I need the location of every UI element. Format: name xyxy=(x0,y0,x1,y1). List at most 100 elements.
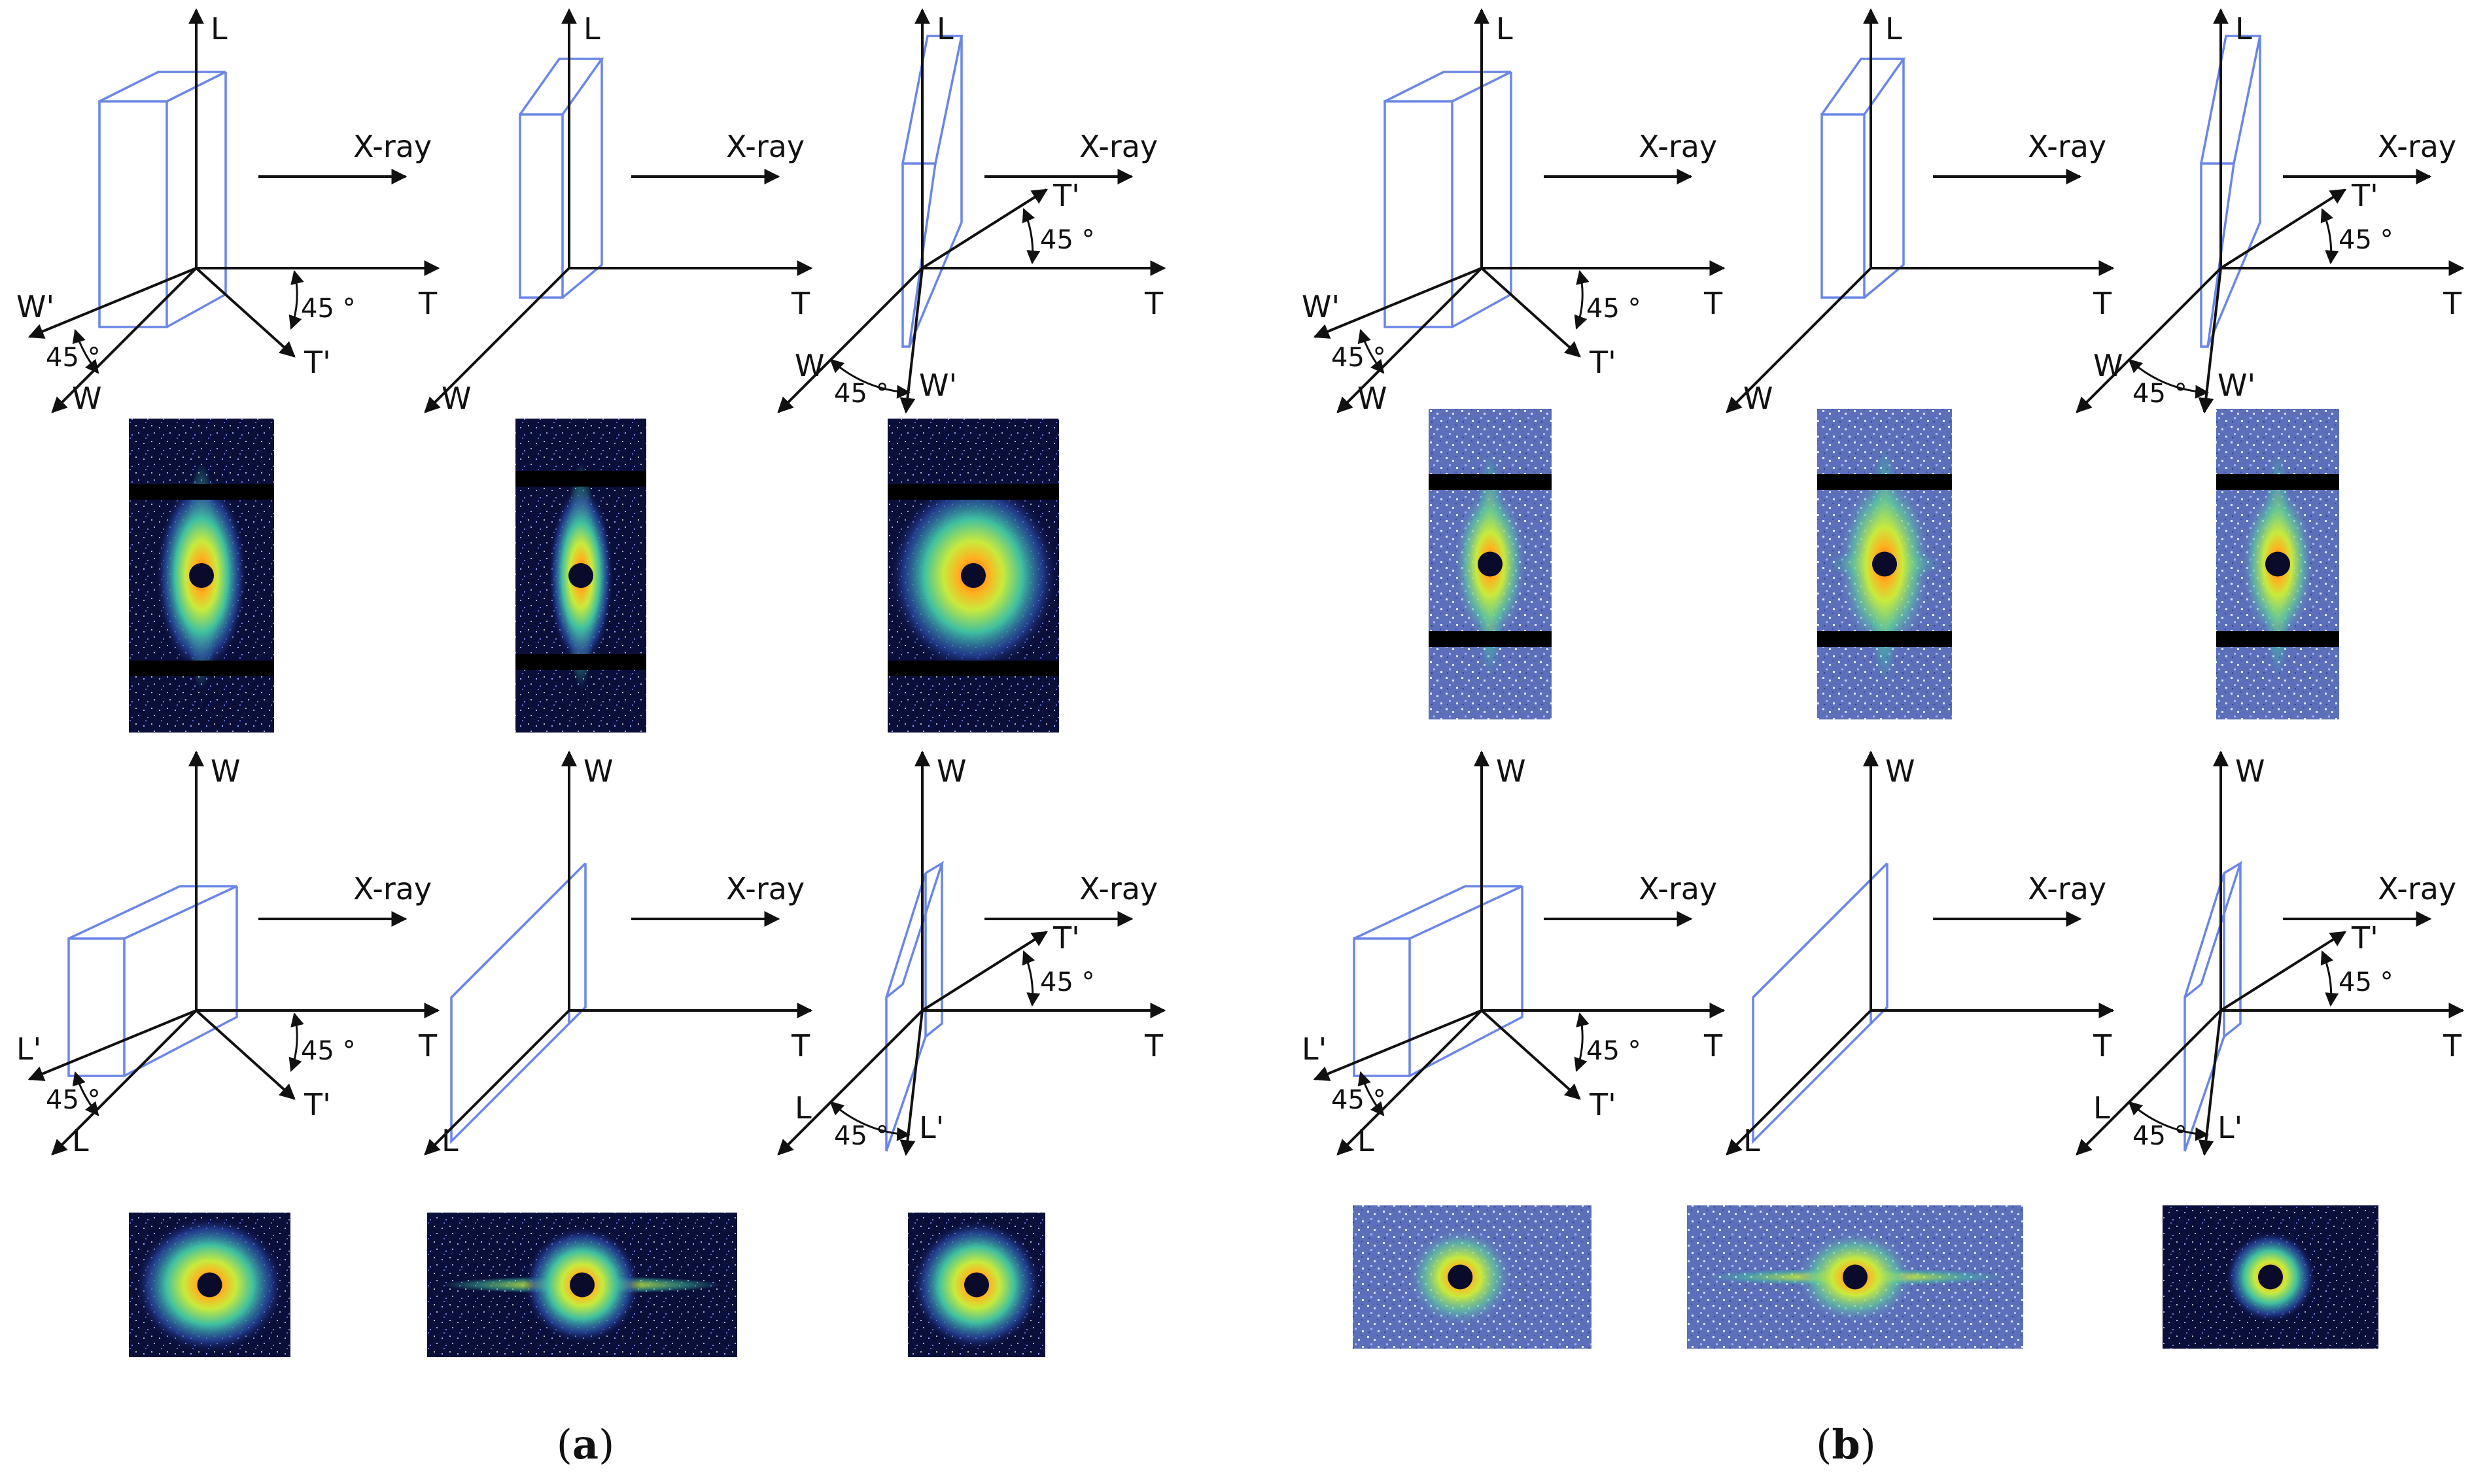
axis-label-right: T xyxy=(791,286,810,321)
beam-center xyxy=(1478,551,1503,577)
saxs-pattern-b-r2-c3 xyxy=(2163,1205,2378,1349)
axis-label-up: W xyxy=(2235,753,2265,789)
beam-center xyxy=(568,563,593,588)
axis-label-up: L xyxy=(937,11,954,46)
detector-gap xyxy=(1817,474,1952,490)
axis-label-right: T xyxy=(418,1028,438,1063)
detector-gap xyxy=(1817,631,1952,647)
axis-label-diag: T' xyxy=(1052,178,1080,213)
angle-label-left: 45 ° xyxy=(834,379,889,409)
axis-left xyxy=(777,1009,924,1156)
axis-label-left: L xyxy=(1743,1123,1760,1158)
axis-diag-rotated xyxy=(2219,931,2347,1012)
axis-label-left: L xyxy=(72,1123,89,1158)
xray-label: X-ray xyxy=(353,129,432,164)
axis-left xyxy=(2076,267,2222,413)
xray-label: X-ray xyxy=(2028,871,2106,906)
axis-label-up: L xyxy=(2235,11,2252,46)
angle-label-right: 45 ° xyxy=(1040,967,1095,997)
angle-arc-left xyxy=(1357,328,1385,374)
xray-label: X-ray xyxy=(1639,871,1717,906)
axis-left xyxy=(777,267,924,413)
axis-label-left: W xyxy=(1743,381,1773,416)
beam-center xyxy=(197,1272,222,1298)
axis-left xyxy=(424,267,570,413)
angle-label-left: 45 ° xyxy=(2132,1121,2187,1151)
angle-arc-right xyxy=(1574,1012,1590,1072)
xray-label: X-ray xyxy=(2378,129,2456,164)
axis-label-up: L xyxy=(1496,11,1513,46)
axis-left xyxy=(1726,267,1872,413)
axis-label-up: L xyxy=(583,11,600,46)
xray-label: X-ray xyxy=(1079,871,1158,906)
angle-arc-left xyxy=(1357,1071,1385,1116)
beam-center xyxy=(1448,1264,1473,1290)
axis-label-left: W xyxy=(72,381,101,416)
axis-label-up: W xyxy=(1885,753,1915,789)
axis-left-rotated xyxy=(1313,267,1482,339)
angle-label-right: 45 ° xyxy=(301,1036,356,1066)
axis-label-right: T xyxy=(1703,1028,1723,1063)
axis-label-diag: T' xyxy=(1589,345,1616,380)
axis-left xyxy=(51,267,198,413)
axis-label-left-rotated: L' xyxy=(919,1110,944,1145)
axis-label-up: W xyxy=(1496,753,1525,789)
axis-label-left: W xyxy=(795,348,824,383)
axis-label-left-rotated: L' xyxy=(16,1031,41,1067)
angle-label-right: 45 ° xyxy=(1586,1036,1641,1066)
detector-gap xyxy=(129,661,274,676)
axis-left xyxy=(2076,1009,2222,1156)
angle-label-right: 45 ° xyxy=(1040,225,1095,255)
angle-arc-right xyxy=(288,1012,304,1072)
saxs-pattern-a-r2-c3 xyxy=(908,1213,1045,1357)
axis-diag-rotated xyxy=(195,1009,296,1100)
angle-arc-right xyxy=(288,269,304,330)
saxs-pattern-a-r1-c1 xyxy=(129,419,274,733)
axis-label-up: L xyxy=(1885,11,1902,46)
angle-label-right: 45 ° xyxy=(2339,967,2393,997)
beam-center xyxy=(2258,1264,2283,1290)
axis-label-left: L xyxy=(1357,1123,1374,1158)
axis-label-right: T xyxy=(1703,286,1723,321)
angle-arc-left xyxy=(72,1071,99,1116)
axis-diag-rotated xyxy=(1480,1009,1581,1100)
detector-gap xyxy=(1429,631,1552,647)
saxs-pattern-b-r1-c1 xyxy=(1429,409,1552,719)
axis-label-left-rotated: L' xyxy=(1302,1031,1327,1067)
axis-diag-rotated xyxy=(2219,188,2347,269)
axis-left xyxy=(1336,267,1483,413)
angle-arc-left xyxy=(829,358,911,399)
beam-center xyxy=(189,563,214,588)
axis-label-left-rotated: W' xyxy=(2218,368,2255,403)
axis-label-right: T xyxy=(2443,286,2462,321)
axis-label-left: L xyxy=(442,1123,459,1158)
xray-label: X-ray xyxy=(2378,871,2456,906)
saxs-pattern-b-r1-c2 xyxy=(1817,409,1952,719)
axis-label-diag: T' xyxy=(304,1087,331,1122)
angle-arc-left xyxy=(72,328,99,374)
axis-label-right: T xyxy=(2093,286,2112,321)
angle-arc-left xyxy=(829,1101,911,1141)
axis-diag-rotated xyxy=(921,188,1049,269)
xray-label: X-ray xyxy=(1079,129,1158,164)
axis-left-rotated xyxy=(27,1009,197,1081)
saxs-pattern-b-r2-c1 xyxy=(1353,1205,1592,1349)
axis-left xyxy=(1336,1009,1483,1156)
saxs-pattern-b-r2-c2 xyxy=(1687,1205,2023,1349)
xray-label: X-ray xyxy=(1639,129,1717,164)
axis-label-left: W xyxy=(2093,348,2123,383)
xray-label: X-ray xyxy=(726,871,805,906)
axis-diag-rotated xyxy=(1480,267,1581,358)
saxs-pattern-a-r2-c2 xyxy=(427,1213,737,1357)
axis-left xyxy=(424,1009,570,1156)
beam-center xyxy=(1843,1264,1868,1290)
angle-label-right: 45 ° xyxy=(1586,294,1641,324)
